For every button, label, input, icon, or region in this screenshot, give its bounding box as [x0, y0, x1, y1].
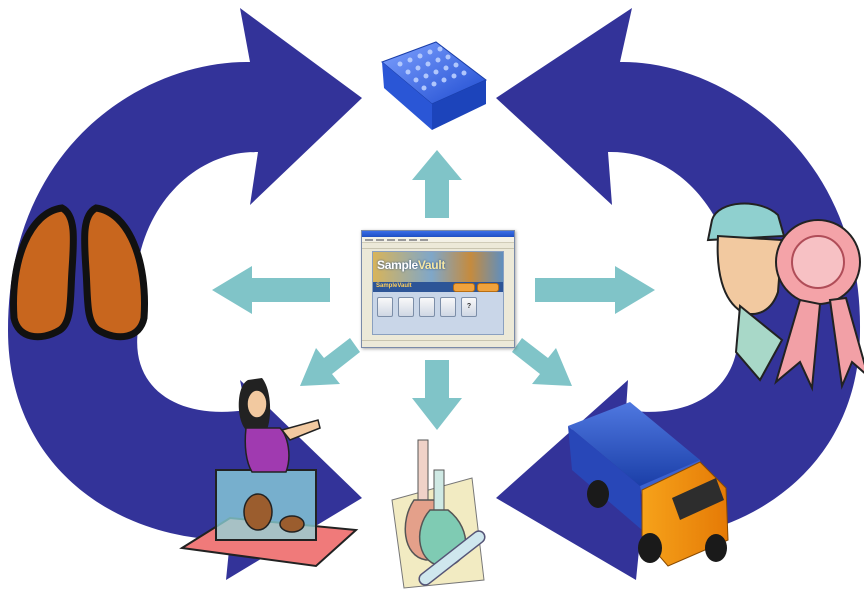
- app-icon-button-4: [440, 297, 456, 317]
- window-toolbar: [362, 243, 514, 249]
- app-icon-button-1: [377, 297, 393, 317]
- lungs-icon: [9, 204, 149, 341]
- app-banner-title: SampleVault: [377, 258, 445, 272]
- spoke-arrow-down-right: [512, 338, 572, 386]
- banner-text-main: Sample: [377, 258, 418, 272]
- award-ribbon-person-icon: [706, 202, 864, 392]
- spoke-arrow-down: [412, 360, 462, 430]
- app-strip-label: SampleVault: [376, 283, 412, 289]
- window-menubar: [362, 237, 514, 243]
- spoke-arrow-down-left: [300, 338, 360, 386]
- banner-text-accent: Vault: [417, 258, 446, 272]
- animal-lab-icon: [179, 378, 359, 568]
- spoke-arrows: [212, 150, 655, 430]
- app-client-area: SampleVault SampleVault ?: [372, 251, 504, 335]
- sample-tube-rack-icon: [381, 41, 487, 130]
- app-nav-strip: SampleVault: [373, 282, 503, 292]
- app-icon-button-3: [419, 297, 435, 317]
- lab-flasks-icon: [391, 439, 486, 589]
- app-icon-button-2: [398, 297, 414, 317]
- app-banner: SampleVault: [373, 252, 503, 282]
- app-strip-button-1: [453, 283, 475, 292]
- spoke-arrow-right: [535, 266, 655, 314]
- app-window: SampleVault SampleVault ?: [361, 230, 515, 348]
- window-titlebar: [362, 231, 514, 237]
- app-icon-row: ?: [377, 297, 477, 317]
- window-statusbar: [362, 340, 514, 347]
- app-strip-button-2: [477, 283, 499, 292]
- delivery-truck-icon: [568, 402, 729, 567]
- app-icon-button-help: ?: [461, 297, 477, 317]
- spoke-arrow-up: [412, 150, 462, 218]
- spoke-arrow-left: [212, 266, 330, 314]
